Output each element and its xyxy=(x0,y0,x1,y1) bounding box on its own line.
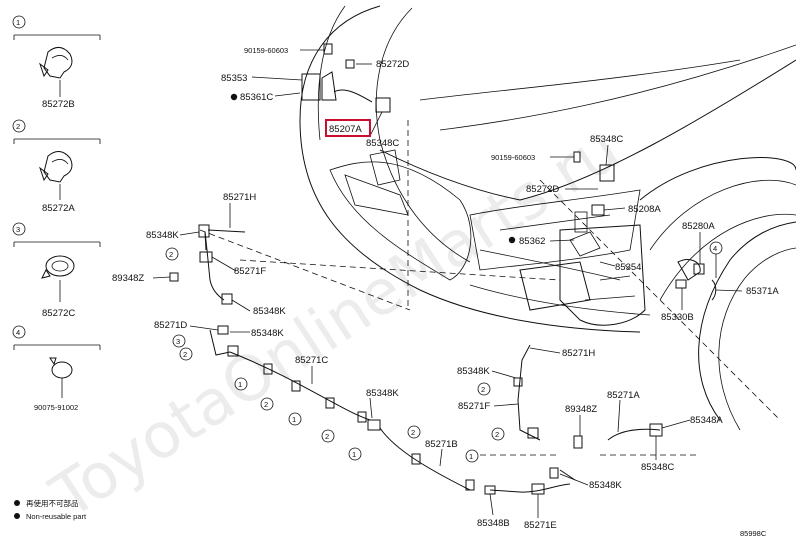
label-85348K[interactable]: 85348K xyxy=(253,306,286,317)
legend-part-85272B: 85272B xyxy=(42,99,75,110)
legend-nonreusable-en: Non-reusable part xyxy=(26,512,87,521)
vehicle-front-outline xyxy=(199,5,796,456)
label-85272D[interactable]: 85272D xyxy=(376,59,409,70)
callout-circle-1 xyxy=(12,15,26,29)
label-85272D[interactable]: 85272D xyxy=(526,184,559,195)
svg-text:1: 1 xyxy=(238,380,242,389)
label-85271H[interactable]: 85271H xyxy=(223,192,256,203)
svg-text:3: 3 xyxy=(176,337,180,346)
svg-text:1: 1 xyxy=(352,450,356,459)
washer-nozzle-icon xyxy=(301,43,391,113)
legend-part-85272C: 85272C xyxy=(42,308,75,319)
nonreusable-mark xyxy=(230,93,238,101)
clip-85272C-icon xyxy=(41,255,75,279)
label-85271A[interactable]: 85271A xyxy=(607,390,640,401)
nonreusable-bullet-icon xyxy=(14,513,20,519)
clip-85272A-icon xyxy=(39,151,73,183)
nonreusable-bullet-icon xyxy=(14,500,20,506)
svg-text:2: 2 xyxy=(495,430,499,439)
svg-text:2: 2 xyxy=(481,385,485,394)
label-85330B[interactable]: 85330B xyxy=(661,312,694,323)
label-85354[interactable]: 85354 xyxy=(615,262,641,273)
label-85348K[interactable]: 85348K xyxy=(251,328,284,339)
label-85271C[interactable]: 85271C xyxy=(295,355,328,366)
svg-text:2: 2 xyxy=(325,432,329,441)
label-85353[interactable]: 85353 xyxy=(221,73,247,84)
callout-circle-3 xyxy=(12,222,26,236)
label-85348C[interactable]: 85348C xyxy=(590,134,623,145)
label-85271F[interactable]: 85271F xyxy=(458,401,490,412)
label-85348B[interactable]: 85348B xyxy=(477,518,510,529)
callout-number-2: 2 xyxy=(16,122,20,131)
label-85362[interactable]: 85362 xyxy=(519,236,545,247)
label-89348Z[interactable]: 89348Z xyxy=(112,273,144,284)
label-85348K[interactable]: 85348K xyxy=(146,230,179,241)
label-85271E[interactable]: 85271E xyxy=(524,520,557,531)
callout-circle-2 xyxy=(12,119,26,133)
label-85271B[interactable]: 85271B xyxy=(425,439,458,450)
watermark: ToyotaOnlineMarts.ru xyxy=(38,112,632,533)
callout-number-3: 3 xyxy=(16,225,20,234)
callout-number-4: 4 xyxy=(16,328,20,337)
svg-text:2: 2 xyxy=(169,250,173,259)
label-85208A[interactable]: 85208A xyxy=(628,204,661,215)
label-85348K[interactable]: 85348K xyxy=(457,366,490,377)
label-85207A[interactable]: 85207A xyxy=(329,124,362,135)
clip-85272B-icon xyxy=(39,47,73,79)
label-85348K[interactable]: 85348K xyxy=(589,480,622,491)
clamp-90075-91002-icon xyxy=(49,357,73,379)
svg-text:4: 4 xyxy=(713,244,717,253)
legend-part-85272A: 85272A xyxy=(42,203,75,214)
diagram-ref-code: 85998C xyxy=(740,529,767,538)
washer-tank-icon xyxy=(519,211,646,326)
label-85280A[interactable]: 85280A xyxy=(682,221,715,232)
svg-text:2: 2 xyxy=(264,400,268,409)
label-90159-60603[interactable]: 90159-60603 xyxy=(491,153,535,162)
legend-panel: 1 85272B 2 85272A 3 xyxy=(12,15,101,521)
label-85271H[interactable]: 85271H xyxy=(562,348,595,359)
highlight-box-85207A[interactable] xyxy=(325,119,371,137)
svg-text:2: 2 xyxy=(411,428,415,437)
legend-part-90075-91002: 90075-91002 xyxy=(34,403,78,412)
label-89348Z[interactable]: 89348Z xyxy=(565,404,597,415)
nonreusable-mark xyxy=(508,236,516,244)
svg-text:1: 1 xyxy=(469,452,473,461)
part-labels: 90159-60603 85272D 85353 85361C 85207A 8… xyxy=(112,46,779,538)
callout-circle-4 xyxy=(12,325,26,339)
svg-text:1: 1 xyxy=(292,415,296,424)
label-85361C[interactable]: 85361C xyxy=(240,92,273,103)
svg-text:2: 2 xyxy=(183,350,187,359)
label-85371A[interactable]: 85371A xyxy=(746,286,779,297)
label-85271F[interactable]: 85271F xyxy=(234,266,266,277)
label-85271D[interactable]: 85271D xyxy=(154,320,187,331)
washer-pump-icon xyxy=(573,151,717,301)
callout-number-1: 1 xyxy=(16,18,20,27)
legend-nonreusable-jp: 再使用不可部品 xyxy=(26,498,79,508)
label-85348C[interactable]: 85348C xyxy=(641,462,674,473)
label-85348K[interactable]: 85348K xyxy=(366,388,399,399)
label-85348A[interactable]: 85348A xyxy=(690,415,723,426)
label-90159-60603[interactable]: 90159-60603 xyxy=(244,46,288,55)
label-85348C[interactable]: 85348C xyxy=(366,138,399,149)
leader-lines xyxy=(152,49,743,518)
diagram-callouts: 2 3 2 1 2 1 2 1 2 1 2 2 4 xyxy=(165,241,723,463)
